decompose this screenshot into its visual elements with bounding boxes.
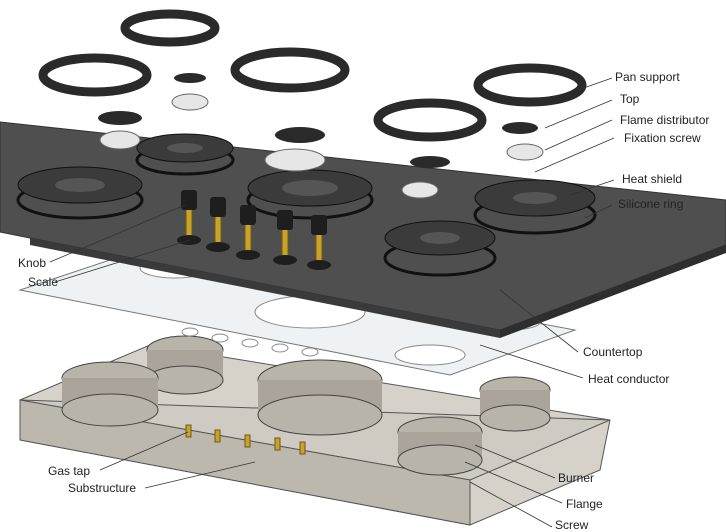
leader-heat-shield xyxy=(569,179,615,196)
pan-support xyxy=(473,63,587,107)
heat-shields xyxy=(16,133,597,277)
leader-countertop xyxy=(499,289,579,353)
leader-gas-tap xyxy=(99,431,189,471)
pan-support xyxy=(38,53,152,97)
leader-screw xyxy=(469,481,553,528)
pan-supports xyxy=(38,9,587,142)
leader-knob xyxy=(49,204,186,263)
leader-scale xyxy=(54,239,191,283)
label-silicone-ring: Silicone ring xyxy=(618,197,684,211)
leader-fixation-screw xyxy=(534,137,615,173)
pan-support xyxy=(120,9,220,47)
leader-burner xyxy=(474,444,556,479)
label-heat-conductor: Heat conductor xyxy=(588,372,670,386)
leader-flange xyxy=(464,461,563,504)
leader-lines xyxy=(49,77,615,528)
label-substructure: Substructure xyxy=(68,481,137,495)
leader-top xyxy=(544,99,613,129)
label-scale: Scale xyxy=(28,275,59,289)
label-countertop: Countertop xyxy=(583,345,643,359)
label-screw: Screw xyxy=(555,518,589,532)
label-burner: Burner xyxy=(558,471,595,485)
flame-distributors xyxy=(98,73,544,199)
label-heat-shield: Heat shield xyxy=(622,172,683,186)
label-knob: Knob xyxy=(18,256,47,270)
leader-flame-distributor xyxy=(544,119,613,151)
burner-wells xyxy=(61,335,551,476)
pan-support xyxy=(230,47,350,93)
leader-heat-conductor xyxy=(479,344,584,379)
label-gas-tap: Gas tap xyxy=(48,464,91,478)
label-flame-distributor: Flame distributor xyxy=(620,113,710,127)
label-fixation-screw: Fixation screw xyxy=(624,131,701,145)
gas-taps xyxy=(185,424,306,455)
leader-pan-support xyxy=(577,77,613,91)
label-top: Top xyxy=(620,92,640,106)
leader-silicone-ring xyxy=(584,204,613,219)
leader-substructure xyxy=(144,461,256,489)
label-flange: Flange xyxy=(566,497,603,511)
pan-support xyxy=(373,98,487,142)
label-pan-support: Pan support xyxy=(615,70,680,84)
